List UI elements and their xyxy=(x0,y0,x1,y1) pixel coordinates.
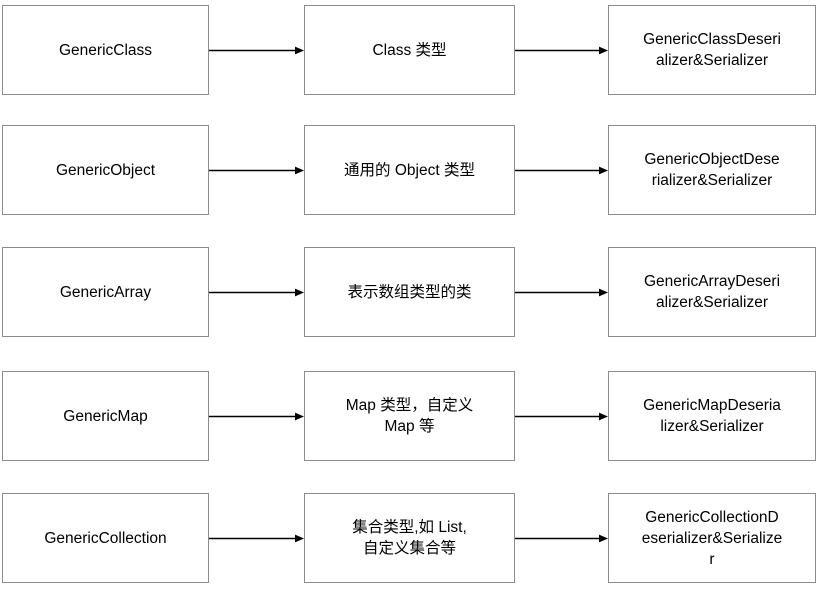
arrow-source-to-middle-icon xyxy=(209,534,304,543)
target-node: GenericCollectionD eserializer&Serialize… xyxy=(608,493,816,583)
arrow-middle-to-target-icon xyxy=(515,288,608,297)
arrow-source-to-middle-icon xyxy=(209,166,304,175)
diagram-row: GenericArray 表示数组类型的类 GenericArrayDeseri a… xyxy=(0,247,818,337)
arrow-source-to-middle-icon xyxy=(209,412,304,421)
target-node: GenericMapDeseria lizer&Serializer xyxy=(608,371,816,461)
diagram-row: GenericCollection 集合类型,如 List, 自定义集合等 Gene… xyxy=(0,493,818,583)
description-node: 集合类型,如 List, 自定义集合等 xyxy=(304,493,515,583)
arrow-middle-to-target-icon xyxy=(515,534,608,543)
arrow-source-to-middle-icon xyxy=(209,46,304,55)
target-node: GenericArrayDeseri alizer&Serializer xyxy=(608,247,816,337)
arrow-middle-to-target-icon xyxy=(515,166,608,175)
description-node: Class 类型 xyxy=(304,5,515,95)
source-node: GenericClass xyxy=(2,5,209,95)
arrow-source-to-middle-icon xyxy=(209,288,304,297)
diagram-row: GenericObject 通用的 Object 类型 GenericObjectD… xyxy=(0,125,818,215)
source-node: GenericCollection xyxy=(2,493,209,583)
description-node: 通用的 Object 类型 xyxy=(304,125,515,215)
description-node: 表示数组类型的类 xyxy=(304,247,515,337)
source-node: GenericArray xyxy=(2,247,209,337)
description-node: Map 类型，自定义 Map 等 xyxy=(304,371,515,461)
arrow-middle-to-target-icon xyxy=(515,412,608,421)
arrow-middle-to-target-icon xyxy=(515,46,608,55)
source-node: GenericObject xyxy=(2,125,209,215)
source-node: GenericMap xyxy=(2,371,209,461)
target-node: GenericClassDeseri alizer&Serializer xyxy=(608,5,816,95)
target-node: GenericObjectDese rializer&Serializer xyxy=(608,125,816,215)
diagram-row: GenericMap Map 类型，自定义 Map 等 GenericMapDese… xyxy=(0,371,818,461)
diagram-row: GenericClass Class 类型 GenericClassDeseri a… xyxy=(0,5,818,95)
